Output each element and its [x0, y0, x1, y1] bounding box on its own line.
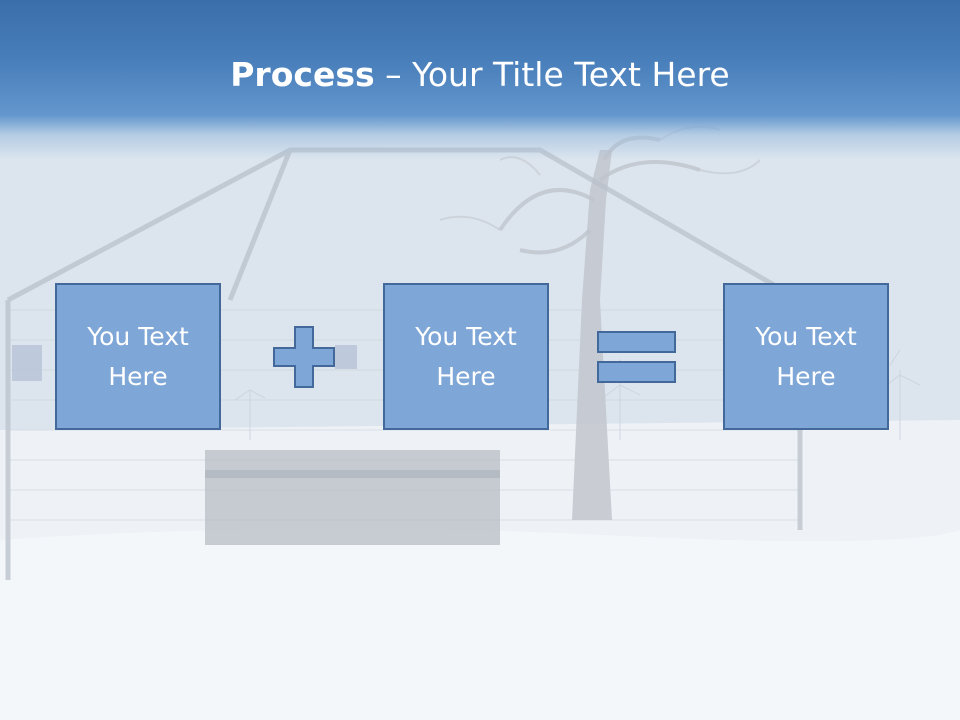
process-box-3-text: You Text Here — [755, 321, 857, 391]
equals-icon — [597, 331, 676, 383]
process-box-1-text: You Text Here — [87, 321, 189, 391]
title-bar — [0, 0, 960, 160]
process-box-2[interactable]: You Text Here — [383, 283, 549, 430]
process-box-1[interactable]: You Text Here — [55, 283, 221, 430]
process-box-2-text: You Text Here — [415, 321, 517, 391]
plus-icon — [273, 326, 335, 388]
title-bold: Process — [230, 55, 375, 94]
title-rest: – Your Title Text Here — [374, 55, 730, 94]
slide-title: Process – Your Title Text Here — [0, 52, 960, 98]
process-box-3[interactable]: You Text Here — [723, 283, 889, 430]
